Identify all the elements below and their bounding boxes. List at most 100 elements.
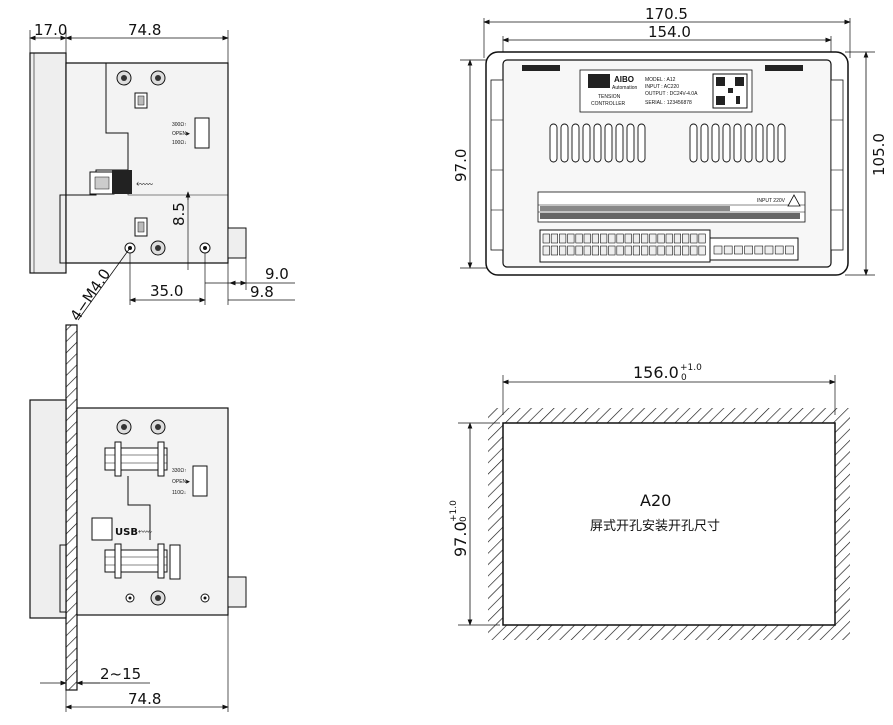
- terminal-cell: [567, 233, 575, 244]
- terminal-cells: [542, 233, 706, 256]
- terminal-cell: [632, 233, 641, 244]
- cutout-width-tol-lower: 0: [681, 373, 687, 383]
- vent-slots-left: [549, 123, 646, 163]
- screw-spec-label: 4−M4.0: [66, 265, 114, 324]
- terminal-cell: [698, 233, 706, 244]
- cutout-model: A20: [640, 491, 671, 510]
- front-view: 170.5 154.0 97.0 105.0 AIBO Automation: [452, 5, 888, 276]
- input-warning: INPUT 220V: [757, 198, 786, 204]
- terminal-cell: [542, 245, 550, 256]
- terminal-cell: [608, 233, 616, 244]
- terminal-block-power: [709, 237, 799, 261]
- dim-overall-height: 105.0: [870, 133, 888, 176]
- terminal-cell: [542, 233, 550, 244]
- terminal-cell: [575, 245, 583, 256]
- brand-name: AIBO: [614, 75, 634, 84]
- terminal-cell: [550, 233, 559, 244]
- power-terminal-cell: [774, 245, 784, 255]
- terminal-cell: [583, 245, 591, 256]
- cutout-height-tol-lower: 0: [459, 516, 469, 522]
- brand-logo-icon: [588, 74, 610, 88]
- terminal-cell: [591, 233, 600, 244]
- terminal-cell: [657, 245, 665, 256]
- terminal-cell: [657, 233, 665, 244]
- power-terminal-cell: [754, 245, 764, 255]
- usb-connector: [112, 170, 132, 194]
- power-terminal-cell: [713, 245, 723, 255]
- terminal-cell: [665, 245, 673, 256]
- terminal-cell: [559, 245, 567, 256]
- product-line1: TENSION: [598, 94, 621, 100]
- output-text: OUTPUT : DC24V-4.0A: [645, 91, 698, 97]
- terminal-cell: [600, 233, 608, 244]
- usb-icon: ⬳: [136, 177, 153, 191]
- dim-right-b: 9.8: [250, 283, 274, 301]
- power-terminal-cell: [734, 245, 743, 255]
- cutout-view: 156.0 +1.0 0 97.0 +1.0 0 A20 屏式开孔安装开孔尺寸: [449, 363, 850, 640]
- dim-mount-body-depth: 74.8: [128, 690, 161, 708]
- vent-slots-right: [689, 123, 786, 163]
- power-terminal-cell: [723, 245, 733, 255]
- mounting-panel: [65, 324, 78, 691]
- dim-body-depth: 74.8: [128, 21, 161, 39]
- input-text: INPUT : AC220: [645, 84, 679, 90]
- terminal-cell: [690, 233, 698, 244]
- terminal-cell: [649, 233, 657, 244]
- mount-switch-label-top: 330Ω↑: [172, 468, 187, 474]
- cutout-opening: [502, 422, 836, 626]
- dim-inner-width: 154.0: [648, 23, 691, 41]
- terminal-cell: [575, 233, 583, 244]
- terminal-cell: [567, 245, 575, 256]
- usb-icon: ⬳: [138, 527, 153, 538]
- terminal-cell: [616, 245, 624, 256]
- dim-panel-thickness: 2~15: [100, 665, 141, 683]
- power-terminal-cells: [713, 245, 794, 255]
- terminal-cell: [673, 245, 682, 256]
- terminal-cell: [641, 245, 649, 256]
- model-text: MODEL : A12: [645, 77, 676, 83]
- terminal-cell: [550, 245, 559, 256]
- side-connector-stub: [227, 227, 247, 259]
- cutout-width: 156.0: [633, 363, 679, 382]
- mount-switch-label-mid: OPEN▶: [172, 479, 190, 485]
- brand-sub: Automation: [612, 85, 638, 91]
- side-bezel: [29, 52, 67, 274]
- cutout-caption: 屏式开孔安装开孔尺寸: [590, 519, 720, 534]
- dim-overall-width: 170.5: [645, 5, 688, 23]
- terminal-cell: [673, 233, 682, 244]
- dip-switch: [194, 117, 210, 149]
- switch-label-top: 300Ω↑: [172, 122, 187, 128]
- serial-text: SERIAL : 123456878: [645, 100, 692, 106]
- mount-usb-label: USB: [115, 527, 138, 538]
- mount-switch-label-bot: 110Ω↓: [172, 490, 186, 496]
- power-terminal-cell: [785, 245, 794, 255]
- terminal-cell: [641, 233, 649, 244]
- mount-view: 330Ω↑ OPEN▶ 110Ω↓ USB ⬳ 2~15 74.8: [29, 324, 247, 712]
- terminal-cell: [616, 233, 624, 244]
- terminal-cell: [608, 245, 616, 256]
- dim-front-depth: 17.0: [34, 21, 67, 39]
- side-view: 300Ω↑ OPEN▶ 100Ω↓ ⬳ 17.0 74.8 8.5: [29, 21, 295, 324]
- power-terminal-cell: [744, 245, 753, 255]
- power-terminal-cell: [764, 245, 774, 255]
- terminal-cell: [649, 245, 657, 256]
- terminal-cell: [624, 233, 632, 244]
- dim-height: 97.0: [452, 149, 470, 182]
- terminal-cell: [583, 233, 591, 244]
- terminal-cell: [665, 233, 673, 244]
- terminal-cell: [591, 245, 600, 256]
- switch-label-mid: OPEN▶: [172, 131, 190, 137]
- dim-hole-spacing: 35.0: [150, 282, 183, 300]
- terminal-cell: [559, 233, 567, 244]
- warning-icon: [787, 194, 801, 207]
- cutout-height: 97.0: [451, 521, 470, 557]
- terminal-cell: [624, 245, 632, 256]
- terminal-cell: [682, 245, 690, 256]
- terminal-cell: [690, 245, 698, 256]
- dim-hole-vertical: 8.5: [170, 202, 188, 226]
- mount-bezel: [29, 399, 67, 619]
- product-line2: CONTROLLER: [591, 101, 626, 107]
- mount-body: [76, 407, 229, 616]
- dim-right-a: 9.0: [265, 265, 289, 283]
- terminal-cell: [632, 245, 641, 256]
